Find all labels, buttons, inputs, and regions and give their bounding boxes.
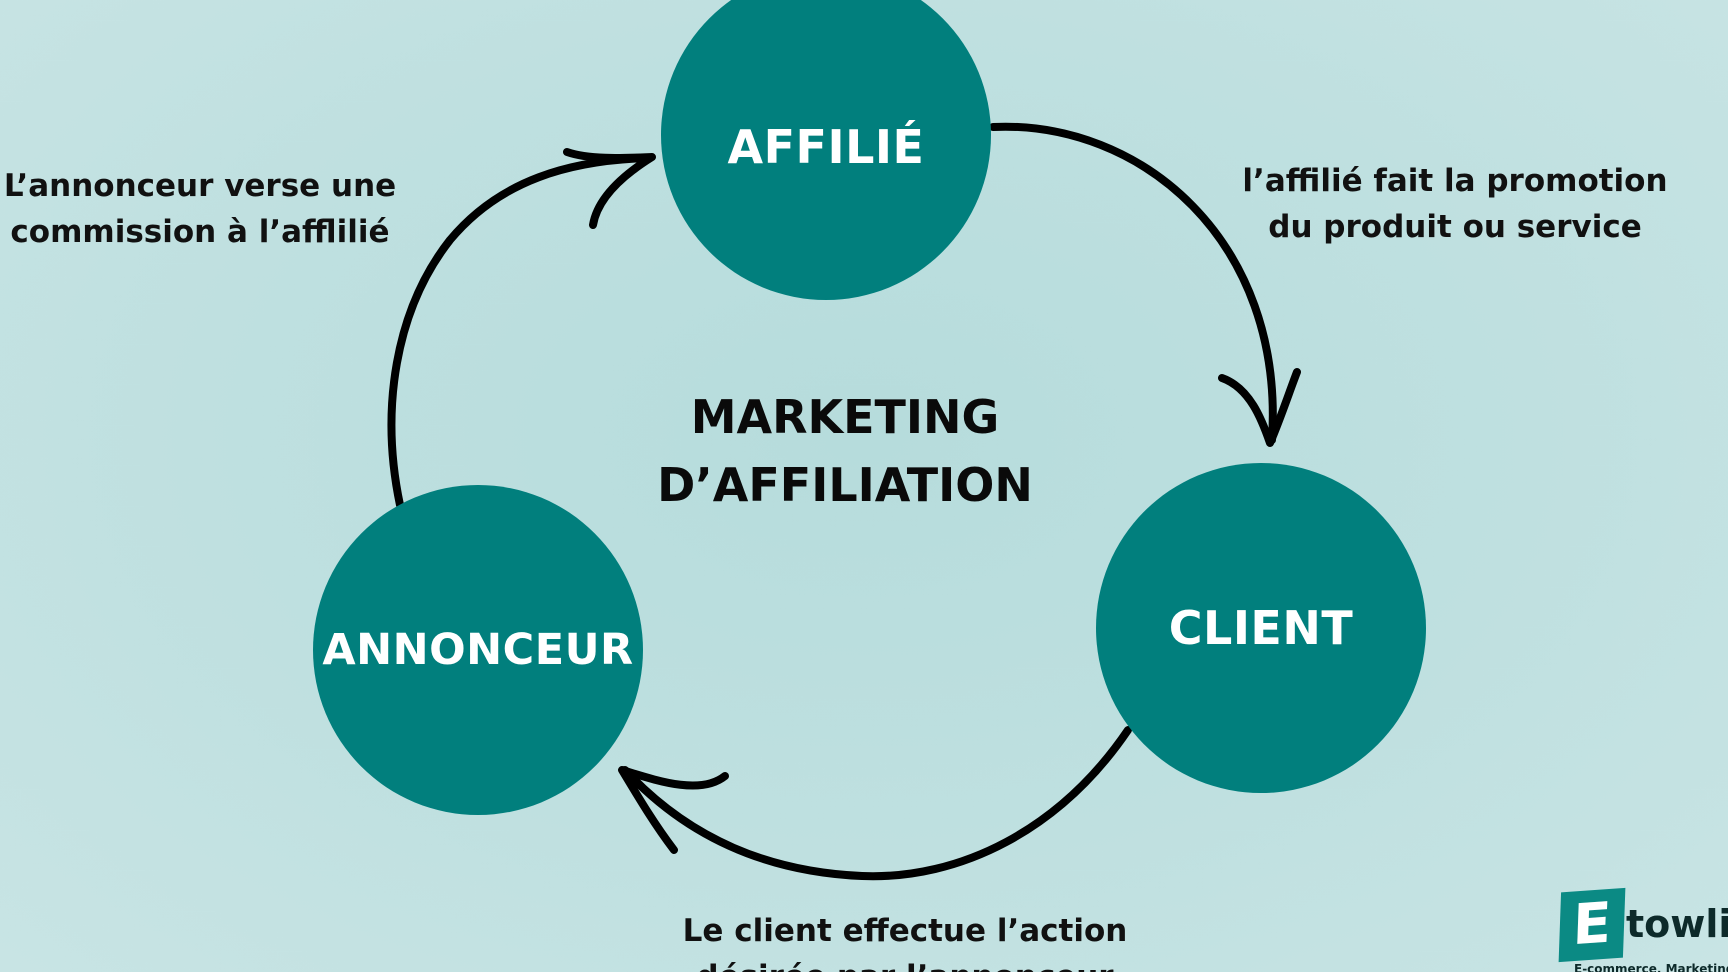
node-affilie-label: AFFILIÉ <box>727 120 925 174</box>
diagram-title: MARKETING D’AFFILIATION <box>620 383 1070 519</box>
step-label-client-to-annonceur: Le client effectue l’action désirée par … <box>660 908 1150 972</box>
node-client-label: CLIENT <box>1168 601 1354 655</box>
logo-mark: E <box>1558 887 1626 963</box>
node-annonceur: ANNONCEUR <box>313 485 643 815</box>
step-label-line: l’affilié fait la promotion <box>1242 163 1668 199</box>
arrowhead-affilie-to-client <box>1218 368 1301 447</box>
step-label-line: commission à l’afflilié <box>10 214 390 250</box>
step-label-affilie-to-client: l’affilié fait la promotion du produit o… <box>1235 158 1675 250</box>
etowli-logo: E towli E-commerce, Marketing <box>1558 887 1728 972</box>
node-annonceur-label: ANNONCEUR <box>322 625 634 675</box>
step-label-line: désirée par l’annonceur <box>660 954 1150 972</box>
step-label-line: du produit ou service <box>1268 209 1642 245</box>
diagram-title-line1: MARKETING <box>690 390 1000 444</box>
arrowhead-client-to-annonceur <box>618 766 729 854</box>
arrowhead-annonceur-to-affilie <box>563 148 656 229</box>
arrow-annonceur-to-affilie <box>387 154 654 509</box>
logo-tagline: E-commerce, Marketing <box>1574 962 1728 972</box>
step-label-annonceur-to-affilie: L’annonceur verse une commission à l’aff… <box>0 163 400 255</box>
step-label-line: Le client effectue l’action <box>682 913 1128 949</box>
node-affilie: AFFILIÉ <box>661 0 991 300</box>
arrow-affilie-to-client <box>989 122 1277 444</box>
arrow-client-to-annonceur <box>621 726 1132 881</box>
node-client: CLIENT <box>1096 463 1426 793</box>
step-label-line: L’annonceur verse une <box>3 168 397 204</box>
diagram-title-line2: D’AFFILIATION <box>657 458 1033 512</box>
logo-word: towli <box>1626 902 1728 946</box>
